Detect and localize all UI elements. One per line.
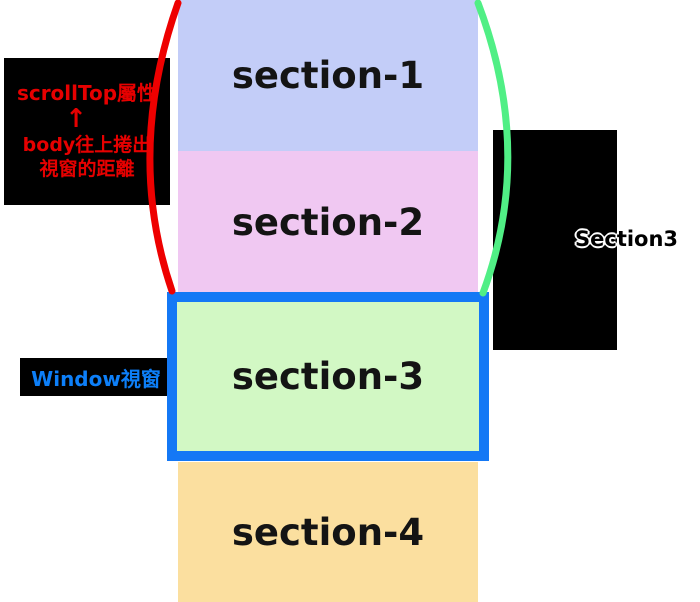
- right-annotation-box: [493, 130, 617, 350]
- scrolltop-annotation-box: scrollTop屬性 ↑ body往上捲出 視窗的距離: [4, 58, 170, 205]
- scrolltop-desc-line1: body往上捲出: [22, 134, 152, 157]
- section-2-label: section-2: [231, 200, 425, 244]
- window-viewport-frame: section-3: [167, 292, 489, 461]
- section-4-block: section-4: [178, 462, 478, 602]
- section-1-label: section-1: [231, 54, 425, 97]
- window-label-box: Window視窗: [20, 358, 172, 396]
- section-4-label: section-4: [231, 510, 425, 554]
- section-3-label: section-3: [231, 355, 425, 398]
- section-1-block: section-1: [178, 0, 478, 151]
- section-2-block: section-2: [178, 151, 478, 293]
- up-arrow-icon: ↑: [65, 104, 87, 135]
- scrolltop-desc-line2: 視窗的距離: [39, 157, 135, 180]
- window-label: Window視窗: [31, 366, 161, 391]
- right-annotation-label: Section3: [575, 227, 679, 251]
- scrolltop-title: scrollTop屬性: [16, 81, 158, 106]
